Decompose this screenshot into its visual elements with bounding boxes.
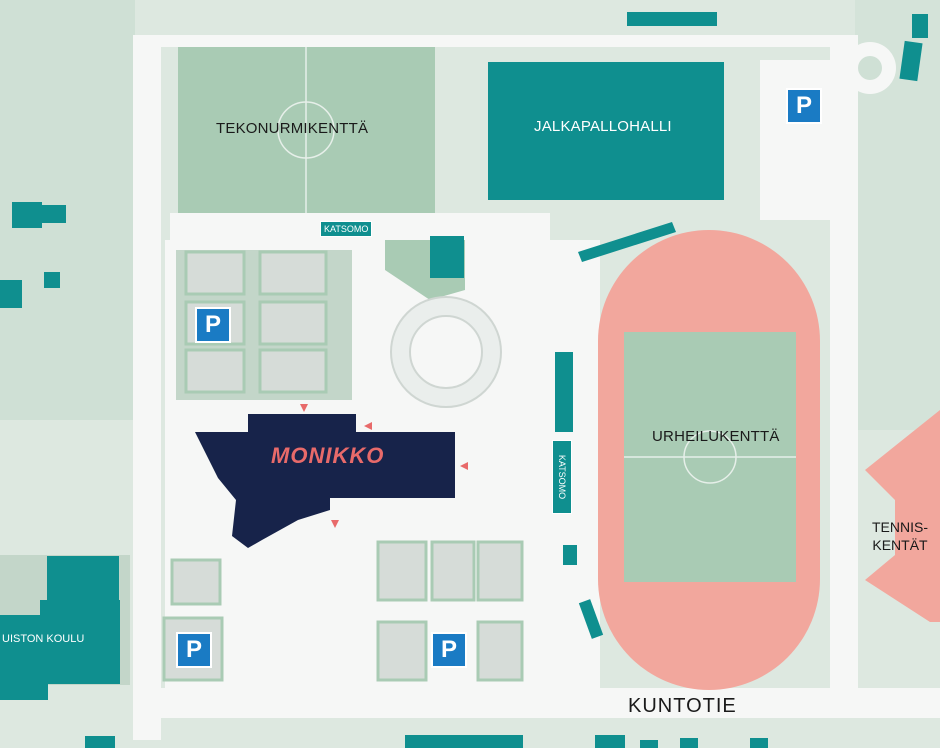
label-tennis-courts: TENNIS- KENTÄT [872,518,928,554]
stand-structure-3 [578,599,604,639]
label-stand-side-text: KATSOMO [557,454,567,500]
label-tennis-line1: TENNIS- [872,519,928,535]
round-plaza-inner [409,315,483,389]
label-sports-field: URHEILUKENTTÄ [652,428,780,445]
field-center-circle [683,430,737,484]
label-stand-side: KATSOMO [552,440,572,514]
label-football-hall: JALKAPALLOHALLI [534,118,672,135]
parking-icon: P [195,307,231,343]
roundabout-center [858,56,882,80]
label-monikko: MONIKKO [271,443,385,468]
label-school: UISTON KOULU [2,633,85,645]
entrance-arrow-icon [300,404,468,528]
parking-icon: P [431,632,467,668]
stand-structure-4 [563,545,577,565]
road-west [133,35,161,740]
football-hall [488,62,724,200]
school-building [0,556,120,700]
misc-buildings [0,12,928,748]
label-tennis-line2: KENTÄT [872,537,928,553]
monikko-building [195,414,455,548]
stand-structure-1 [555,352,573,432]
parking-lot-ne [760,60,850,220]
turf-center-circle [277,101,335,159]
small-teal-building [430,236,464,278]
parking-icon: P [176,632,212,668]
label-street: KUNTOTIE [628,695,737,717]
label-turf-field: TEKONURMIKENTTÄ [216,120,369,137]
parking-icon: P [786,88,822,124]
road-north [133,35,858,47]
label-stand-top: KATSOMO [320,221,373,237]
road-kuntotie [135,688,940,718]
tennis-courts [865,410,940,622]
stand-structure-2 [578,222,676,262]
parking-bays-south [376,540,524,682]
